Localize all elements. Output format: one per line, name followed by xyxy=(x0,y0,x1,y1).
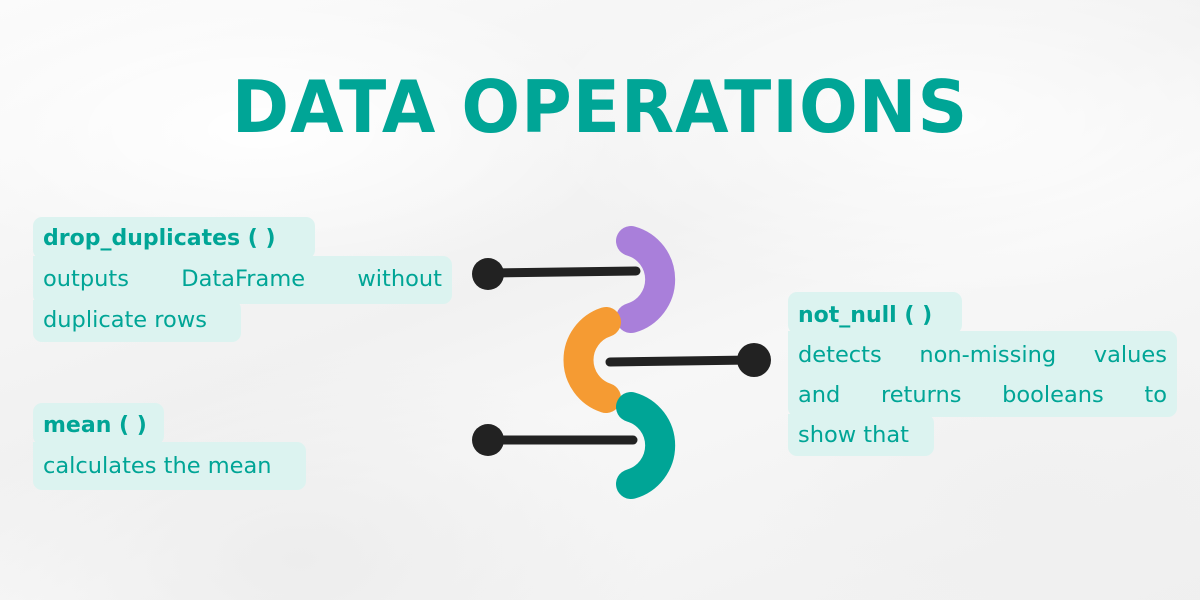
word: values xyxy=(1093,342,1167,368)
operation-description-line: detects non-missing values xyxy=(788,331,1177,377)
word: and xyxy=(798,382,841,408)
operation-description-line: duplicate rows xyxy=(33,300,241,342)
word: booleans xyxy=(1002,382,1104,408)
operation-description-line: calculates the mean xyxy=(33,442,306,490)
teal-arc-icon xyxy=(616,392,676,499)
connector-line-drop-duplicates xyxy=(485,266,641,278)
word: outputs xyxy=(43,266,129,292)
operation-description-line: and returns booleans to xyxy=(788,375,1177,417)
connector-dot-drop-duplicates xyxy=(472,258,504,290)
connector-line-not-null xyxy=(605,355,757,367)
word: DataFrame xyxy=(181,266,306,292)
page-title: DATA OPERATIONS xyxy=(231,65,969,149)
operation-description-line: show that xyxy=(788,414,934,456)
word: non-missing xyxy=(919,342,1057,368)
word: detects xyxy=(798,342,882,368)
word: returns xyxy=(880,382,962,408)
operation-description-line: outputs DataFrame without xyxy=(33,256,452,304)
connector-dot-mean xyxy=(472,424,504,456)
word: to xyxy=(1144,382,1167,408)
connector-dot-not-null xyxy=(737,343,771,377)
operation-name: not_null ( ) xyxy=(788,292,962,334)
orange-arc-icon xyxy=(563,307,621,413)
operation-name: mean ( ) xyxy=(33,403,164,445)
word: without xyxy=(357,266,442,292)
operation-name: drop_duplicates ( ) xyxy=(33,217,315,259)
purple-arc-icon xyxy=(616,226,676,333)
